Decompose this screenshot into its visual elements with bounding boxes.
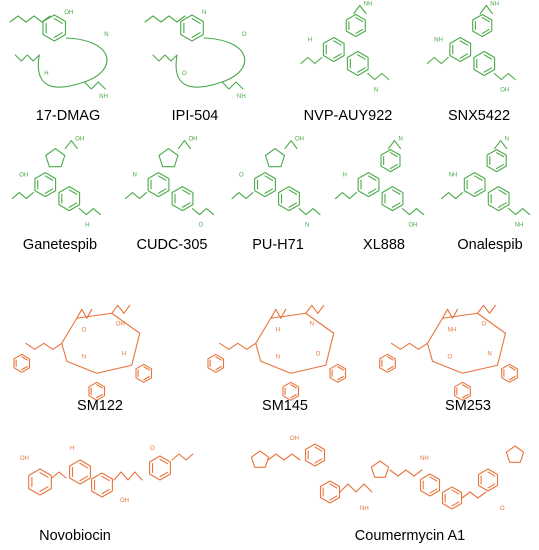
svg-text:NH: NH xyxy=(434,38,443,44)
structure-coumermycin-a1: OH NH NH O xyxy=(250,436,525,512)
svg-text:NH: NH xyxy=(448,327,457,333)
structure-sm122: O OH H N xyxy=(13,304,153,401)
compound-sm253: NH O N O SM253 xyxy=(379,280,535,420)
compound-nvp-auy922: H N NH NVP-AUY922 xyxy=(290,0,415,135)
svg-text:NH: NH xyxy=(490,2,499,8)
svg-text:N: N xyxy=(202,10,206,16)
svg-text:OH: OH xyxy=(409,223,418,229)
svg-text:OH: OH xyxy=(20,456,29,462)
svg-text:NH: NH xyxy=(364,2,373,8)
svg-text:O: O xyxy=(199,223,204,229)
svg-text:O: O xyxy=(182,71,187,77)
compound-name-novobiocin: Novobiocin xyxy=(39,528,111,544)
compound-name-ipi-504: IPI-504 xyxy=(171,108,219,124)
svg-text:N: N xyxy=(374,88,378,94)
structure-ganetespib: OH H OH xyxy=(11,137,101,229)
svg-text:N: N xyxy=(104,32,108,38)
svg-text:N: N xyxy=(399,137,403,143)
svg-text:NH: NH xyxy=(99,94,108,100)
svg-text:O: O xyxy=(448,354,453,360)
compound-name-sm145: SM145 xyxy=(262,398,308,414)
compound-ipi-504: N O O NH IPI-504 xyxy=(135,0,275,135)
structure-sm145: H N O N xyxy=(207,304,347,401)
svg-text:N: N xyxy=(133,173,137,179)
svg-text:H: H xyxy=(70,446,74,452)
compound-novobiocin: OH H OH O Novobiocin xyxy=(0,430,220,550)
svg-text:OH: OH xyxy=(500,88,509,94)
compound-name-cudc-305: CUDC-305 xyxy=(136,237,208,253)
svg-text:NH: NH xyxy=(515,223,524,229)
svg-text:OH: OH xyxy=(64,10,73,16)
svg-text:N: N xyxy=(82,354,86,360)
svg-text:H: H xyxy=(44,71,48,77)
structure-novobiocin: OH H OH O xyxy=(20,446,194,504)
compound-cudc-305: N O OH CUDC-305 xyxy=(120,137,230,265)
svg-text:N: N xyxy=(310,321,314,327)
compound-pu-h71: O N OH PU-H71 xyxy=(230,137,330,265)
structure-xl888: H OH N xyxy=(334,137,425,229)
svg-text:NH: NH xyxy=(360,506,369,512)
svg-text:H: H xyxy=(122,351,126,357)
svg-text:O: O xyxy=(239,173,244,179)
svg-text:OH: OH xyxy=(295,137,304,143)
compound-snx5422: NH OH NH SNX5422 xyxy=(420,0,535,135)
svg-text:OH: OH xyxy=(290,436,299,442)
svg-text:O: O xyxy=(482,321,487,327)
svg-text:N: N xyxy=(488,351,492,357)
compound-name-ganetespib: Ganetespib xyxy=(22,237,98,253)
structure-snx5422: NH OH NH xyxy=(426,2,516,94)
compound-xl888: H OH N XL888 xyxy=(330,137,440,265)
compound-name-onalespib: Onalespib xyxy=(457,237,523,253)
structure-pu-h71: O N OH xyxy=(231,137,321,229)
svg-text:O: O xyxy=(150,446,155,452)
svg-text:OH: OH xyxy=(116,321,125,327)
compound-ganetespib: OH H OH Ganetespib xyxy=(5,137,120,265)
compound-sm145: H N O N SM145 xyxy=(205,280,370,420)
svg-text:O: O xyxy=(82,327,87,333)
svg-text:N: N xyxy=(305,223,309,229)
compound-sm122: O OH H N SM122 xyxy=(0,280,185,420)
structure-onalespib: NH NH N xyxy=(441,137,531,229)
svg-text:OH: OH xyxy=(120,498,129,504)
svg-text:H: H xyxy=(276,327,280,333)
compound-coumermycin-a1: OH NH NH O Coumermycin A1 xyxy=(230,430,539,550)
svg-text:OH: OH xyxy=(19,173,28,179)
svg-text:H: H xyxy=(85,223,89,229)
structure-nvp-auy922: H N NH xyxy=(300,2,390,94)
compound-onalespib: NH NH N Onalespib xyxy=(440,137,539,265)
svg-text:OH: OH xyxy=(75,137,84,143)
compound-name-sm253: SM253 xyxy=(445,398,491,414)
compound-name-sm122: SM122 xyxy=(77,398,123,414)
compound-name-nvp-auy922: NVP-AUY922 xyxy=(303,108,393,124)
svg-text:H: H xyxy=(308,38,312,44)
svg-text:N: N xyxy=(505,137,509,143)
svg-text:O: O xyxy=(242,32,247,38)
svg-text:O: O xyxy=(500,506,505,512)
compound-name-snx5422: SNX5422 xyxy=(447,108,511,124)
svg-text:O: O xyxy=(316,351,321,357)
compound-name-coumermycin-a1: Coumermycin A1 xyxy=(354,528,466,544)
svg-text:N: N xyxy=(276,354,280,360)
structure-cudc-305: N O OH xyxy=(124,137,215,229)
svg-text:NH: NH xyxy=(420,456,429,462)
compound-name-xl888: XL888 xyxy=(363,237,405,253)
structure-sm253: NH O N O xyxy=(379,304,518,401)
svg-text:OH: OH xyxy=(189,137,198,143)
svg-text:NH: NH xyxy=(449,173,458,179)
svg-text:NH: NH xyxy=(237,94,246,100)
structure-ipi-504: N O O NH xyxy=(144,10,247,100)
svg-text:H: H xyxy=(343,173,347,179)
compound-name-17-dmag: 17-DMAG xyxy=(35,108,101,124)
compound-name-pu-h71: PU-H71 xyxy=(252,237,304,253)
